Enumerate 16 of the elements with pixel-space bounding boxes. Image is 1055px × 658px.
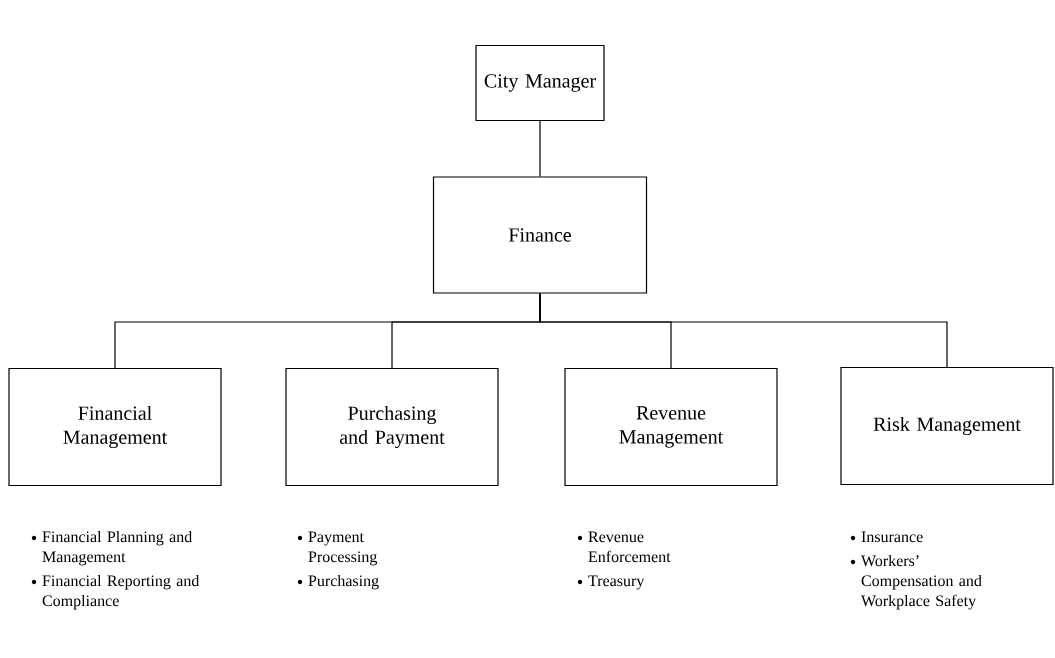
org-box: Purchasing and Payment [285, 367, 499, 487]
org-box: Risk Management [840, 366, 1054, 486]
bullet-item: Treasury [577, 575, 645, 590]
org-box: Revenue Management [564, 367, 778, 487]
connector-line [539, 120, 541, 177]
connector-line [539, 293, 948, 368]
org-box: Finance [432, 176, 648, 294]
bullet-item: Financial Reporting and Compliance [31, 574, 200, 610]
org-box: Financial Management [8, 367, 222, 487]
bullet-item: Purchasing [297, 574, 379, 590]
bullet-item: Payment Processing [297, 531, 378, 566]
bullet-item: Financial Planning and Management [31, 530, 193, 566]
bullet-item: Insurance [850, 531, 923, 543]
bullet-item: Revenue Enforcement [577, 531, 671, 563]
bullet-item: Workers’ Compensation and Workplace Safety [850, 554, 982, 610]
org-box: City Manager [475, 44, 605, 122]
